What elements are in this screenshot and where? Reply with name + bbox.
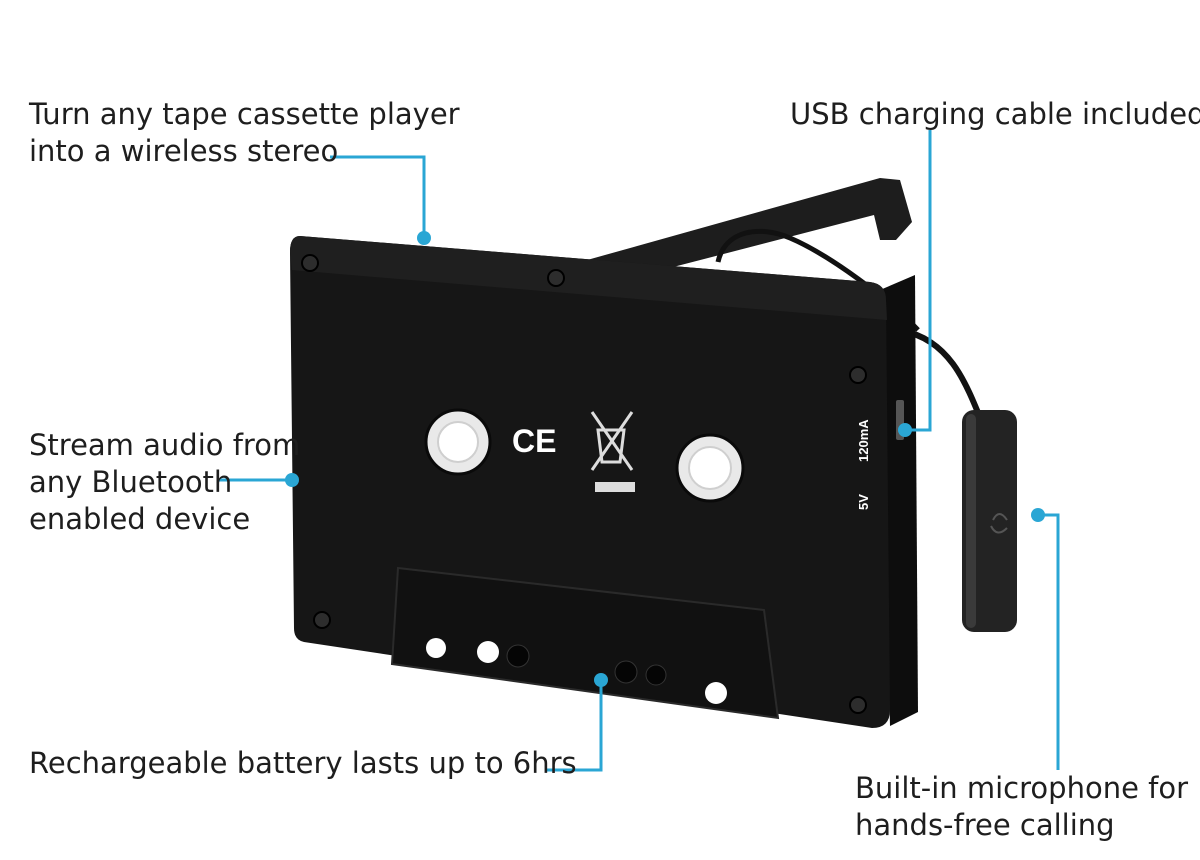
weee-bin-icon: [590, 411, 635, 492]
dot-usb: [898, 423, 912, 437]
callout-bluetooth-line-2: any Bluetooth: [29, 465, 233, 499]
dot-bluetooth: [285, 473, 299, 487]
microphone: [899, 327, 1017, 632]
power-voltage-label: 5V: [856, 494, 871, 510]
leader-usb: [905, 130, 932, 432]
callout-usb-cable: USB charging cable included: [790, 96, 1200, 133]
callout-bluetooth: Stream audio from any Bluetooth enabled …: [29, 427, 300, 538]
callout-tape-line-1: Turn any tape cassette player: [29, 97, 460, 131]
dot-battery: [594, 673, 608, 687]
callout-battery: Rechargeable battery lasts up to 6hrs: [29, 745, 577, 782]
callout-tape-player: Turn any tape cassette player into a wir…: [29, 96, 460, 170]
leader-mic: [1038, 513, 1060, 770]
ce-mark: CE: [512, 423, 556, 459]
power-current-label: 120mA: [856, 419, 871, 462]
leader-tape: [330, 155, 426, 238]
callout-mic-line-2: hands-free calling: [855, 808, 1115, 842]
callout-bluetooth-line-1: Stream audio from: [29, 428, 301, 462]
callout-battery-line-1: Rechargeable battery lasts up to 6hrs: [29, 746, 577, 780]
leader-battery: [545, 680, 603, 772]
callout-dots: [285, 231, 1045, 687]
callout-mic-line-1: Built-in microphone for: [855, 771, 1189, 805]
dot-mic: [1031, 508, 1045, 522]
dot-tape: [417, 231, 431, 245]
callout-microphone: Built-in microphone for hands-free calli…: [855, 770, 1188, 844]
cassette-body: [290, 236, 890, 728]
callout-usb-line-1: USB charging cable included: [790, 97, 1200, 131]
callout-tape-line-2: into a wireless stereo: [29, 134, 339, 168]
callout-bluetooth-line-3: enabled device: [29, 502, 251, 536]
